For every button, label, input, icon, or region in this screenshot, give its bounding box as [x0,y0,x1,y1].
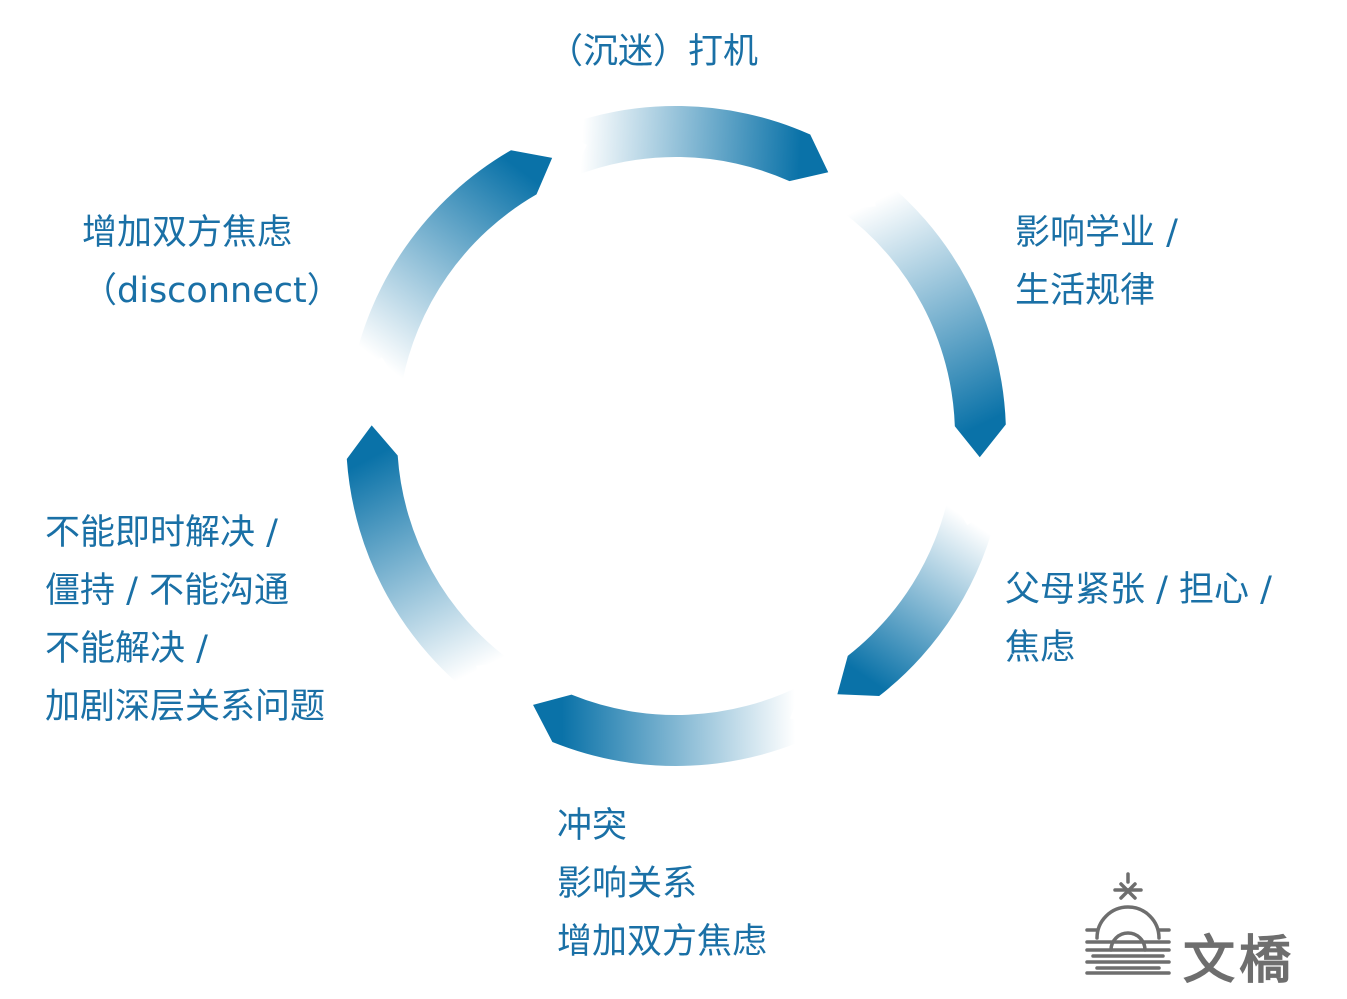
label-line: 加剧深层关系问题 [45,687,326,727]
label-line: 冲突 [557,806,628,846]
step-label-disconnect: 增加双方焦虑 （disconnect） [82,204,342,320]
cycle-arrow-3 [837,494,999,697]
gazebo-logo-icon [1085,872,1171,975]
label-line: （沉迷）打机 [548,32,759,72]
label-line: 影响学业 / [1015,213,1178,253]
label-line: 生活规律 [1015,271,1156,311]
logo-text: 文橋 [1183,930,1296,991]
label-line: 增加双方焦虑 [82,213,293,253]
cycle-arrow-1 [552,105,829,182]
step-label-parent-anxiety: 父母紧张 / 担心 / 焦虑 [1005,561,1272,677]
label-line: 父母紧张 / 担心 / [1005,570,1272,610]
cycle-arrow-2 [839,169,1006,458]
label-line: 增加双方焦虑 [557,922,768,962]
logo: 文橋 [1083,870,1291,991]
label-line: （disconnect） [82,271,342,311]
cycle-arrow-6 [351,150,553,388]
label-line: 不能即时解决 / [45,513,278,553]
label-line: 影响关系 [557,864,698,904]
cycle-arrow-5 [346,425,513,703]
step-label-gaming: （沉迷）打机 [548,23,758,81]
cycle-arrow-4 [533,684,826,766]
label-line: 不能解决 / [45,629,208,669]
label-line: 僵持 / 不能沟通 [45,571,290,611]
step-label-conflict: 冲突 影响关系 增加双方焦虑 [557,797,767,971]
label-line: 焦虑 [1005,628,1076,668]
step-label-study-impact: 影响学业 / 生活规律 [1015,204,1178,320]
step-label-unresolved: 不能即时解决 / 僵持 / 不能沟通 不能解决 / 加剧深层关系问题 [45,504,325,736]
